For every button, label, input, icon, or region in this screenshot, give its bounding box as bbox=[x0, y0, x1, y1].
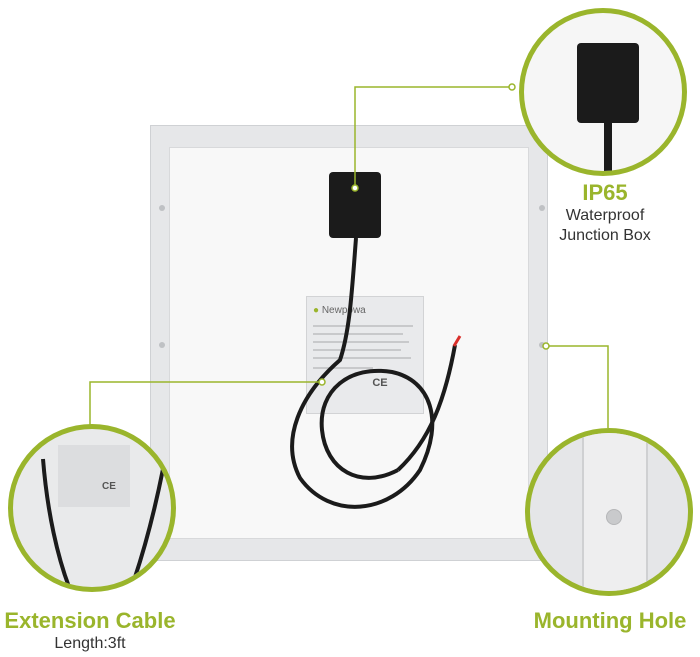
leader-dot bbox=[351, 184, 359, 192]
junction-box-title: IP65 bbox=[582, 180, 628, 205]
ce-mark-zoom: CE bbox=[102, 481, 116, 492]
spec-line bbox=[313, 341, 409, 343]
spec-line bbox=[313, 325, 413, 327]
mounting-hole-icon bbox=[606, 509, 622, 525]
mounting-hole-zoom bbox=[525, 428, 693, 596]
leader-dot bbox=[542, 342, 550, 350]
mounting-hole-dot bbox=[159, 342, 165, 348]
leader-dot bbox=[508, 83, 516, 91]
mounting-hole-dot bbox=[159, 205, 165, 211]
cable-zoom-icon bbox=[41, 458, 165, 587]
brand-mark-icon: ● bbox=[313, 305, 320, 316]
brand-name: Newpowa bbox=[321, 305, 366, 316]
cable-tip bbox=[452, 335, 462, 347]
junction-box-desc-2: Junction Box bbox=[559, 227, 651, 244]
spec-line bbox=[313, 349, 401, 351]
spec-line bbox=[313, 367, 373, 369]
brand-logo: ● Newpowa bbox=[313, 305, 366, 316]
spec-sticker: ● Newpowa CE bbox=[306, 296, 424, 414]
ce-mark: CE bbox=[372, 377, 388, 389]
extension-cable-title: Extension Cable bbox=[4, 608, 176, 633]
junction-box-zoom-icon bbox=[577, 43, 639, 123]
extension-cable-desc: Length:3ft bbox=[54, 635, 126, 652]
cable-icon bbox=[290, 237, 435, 509]
mounting-hole-dot bbox=[539, 342, 545, 348]
leader-junction-box bbox=[354, 86, 512, 188]
spec-line bbox=[313, 357, 411, 359]
mounting-hole-title: Mounting Hole bbox=[533, 608, 687, 633]
extension-cable-zoom: CE bbox=[8, 424, 176, 592]
spec-line bbox=[313, 333, 403, 335]
junction-box-desc-1: Waterproof bbox=[565, 207, 645, 224]
cable-zoom-icon bbox=[604, 121, 612, 171]
leader-dot bbox=[318, 378, 326, 386]
sticker-zoom: CE bbox=[58, 445, 130, 507]
junction-box-zoom bbox=[519, 8, 687, 176]
cable-tail bbox=[396, 344, 457, 472]
leader-mounting-hole bbox=[546, 345, 609, 428]
mounting-hole-dot bbox=[539, 205, 545, 211]
leader-extension-cable bbox=[89, 381, 322, 425]
